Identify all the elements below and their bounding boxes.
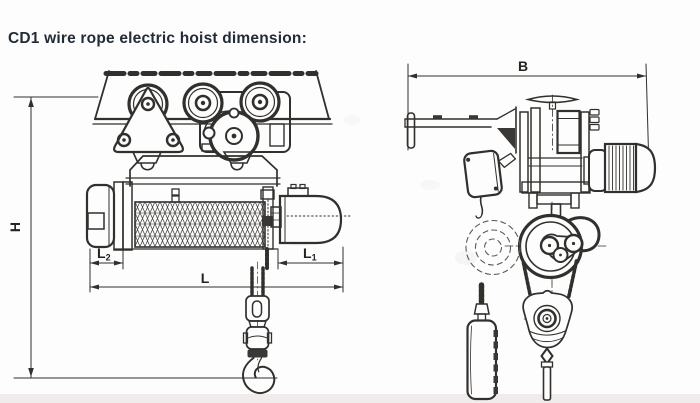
dim-label-L2: L2 xyxy=(97,245,111,263)
hanger-lugs xyxy=(131,151,254,171)
idler-dashed-circles xyxy=(465,219,521,276)
dimension-L1 xyxy=(277,246,344,270)
limit-switch-cable xyxy=(475,196,484,219)
rope-drum xyxy=(134,186,275,250)
hoist-body xyxy=(85,155,281,251)
page-title: CD1 wire rope electric hoist dimension: xyxy=(8,30,307,47)
dim-label-B: B xyxy=(518,58,528,74)
side-ropes xyxy=(521,259,579,301)
trolley-arm xyxy=(404,106,517,154)
pendant-control xyxy=(466,282,498,401)
hoist-motor xyxy=(270,183,353,245)
dim-label-H: H xyxy=(7,222,23,232)
dim-label-L: L xyxy=(201,270,210,286)
dim-label-L1: L1 xyxy=(303,245,317,263)
side-hook-block xyxy=(522,289,573,402)
hook-assembly xyxy=(242,247,276,394)
side-trolley xyxy=(519,94,600,220)
triangle-hanger-plate xyxy=(113,86,184,154)
dimension-labels: H B L L2 L1 xyxy=(7,58,528,286)
trolley-wheels xyxy=(127,81,281,125)
dimension-H xyxy=(13,96,278,379)
rope-drum-end xyxy=(504,201,607,293)
side-motor xyxy=(583,142,657,194)
scan-strip xyxy=(0,394,700,403)
dimension-L xyxy=(89,268,344,293)
gear-wheel xyxy=(202,107,260,162)
side-view xyxy=(404,63,657,402)
limit-switch-box xyxy=(463,149,517,199)
front-view xyxy=(13,70,353,394)
dimension-L2 xyxy=(89,248,124,270)
